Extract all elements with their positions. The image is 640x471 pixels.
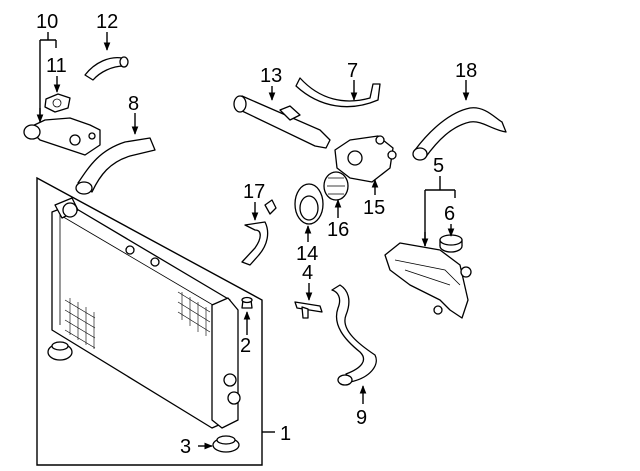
- radiator-outlet-fitting: [223, 373, 237, 387]
- callout-9: 9: [356, 407, 367, 429]
- outlet-gasket: [44, 93, 71, 113]
- thermostat-housing-gasket: [294, 183, 324, 225]
- callout-12: 12: [96, 11, 118, 33]
- radiator-fin-grid-left: [64, 298, 96, 349]
- radiator-core: [51, 204, 231, 429]
- coolant-reservoir: [384, 242, 472, 319]
- callout-18: 18: [455, 60, 477, 82]
- callout-11: 11: [46, 55, 67, 77]
- hose-clip: [294, 301, 323, 319]
- radiator-assembly: [36, 176, 263, 466]
- thermostat: [323, 171, 349, 201]
- callout-4: 4: [302, 262, 313, 284]
- callout-1: 1: [280, 423, 291, 445]
- callout-3: 3: [180, 436, 191, 458]
- lower-insulator: [212, 435, 240, 453]
- drain-plug: [241, 296, 253, 309]
- callout-leaders: [36, 32, 470, 450]
- bypass-hose: [295, 77, 381, 108]
- callout-7: 7: [347, 60, 358, 82]
- callout-15: 15: [363, 197, 385, 219]
- callout-6: 6: [444, 203, 455, 225]
- heater-hose: [241, 199, 277, 266]
- radiator-right-tank: [211, 297, 239, 429]
- callout-14: 14: [296, 243, 318, 265]
- upper-radiator-hose: [75, 137, 156, 195]
- radiator-drain-fitting: [227, 391, 241, 405]
- callout-2: 2: [240, 335, 251, 357]
- radiator-hose-right: [412, 107, 507, 161]
- water-pipe: [233, 95, 331, 149]
- radiator-top-fitting: [62, 202, 78, 218]
- callout-10: 10: [36, 11, 58, 33]
- heater-elbow-hose: [84, 56, 129, 81]
- callout-8: 8: [128, 93, 139, 115]
- thermostat-housing: [334, 135, 397, 183]
- callout-13: 13: [260, 65, 282, 87]
- callout-5: 5: [433, 155, 444, 177]
- callout-labels: 1 2 3 4 5 6 7 8 9 10 11 12 13 14 15 16 1…: [36, 11, 477, 458]
- callout-17: 17: [243, 181, 265, 203]
- reservoir-cap: [439, 234, 463, 253]
- lower-radiator-hose: [331, 284, 377, 386]
- water-outlet-housing: [23, 117, 101, 156]
- callout-16: 16: [327, 219, 349, 241]
- radiator-fin-grid-right: [177, 291, 211, 336]
- radiator-outline-box: [36, 176, 263, 466]
